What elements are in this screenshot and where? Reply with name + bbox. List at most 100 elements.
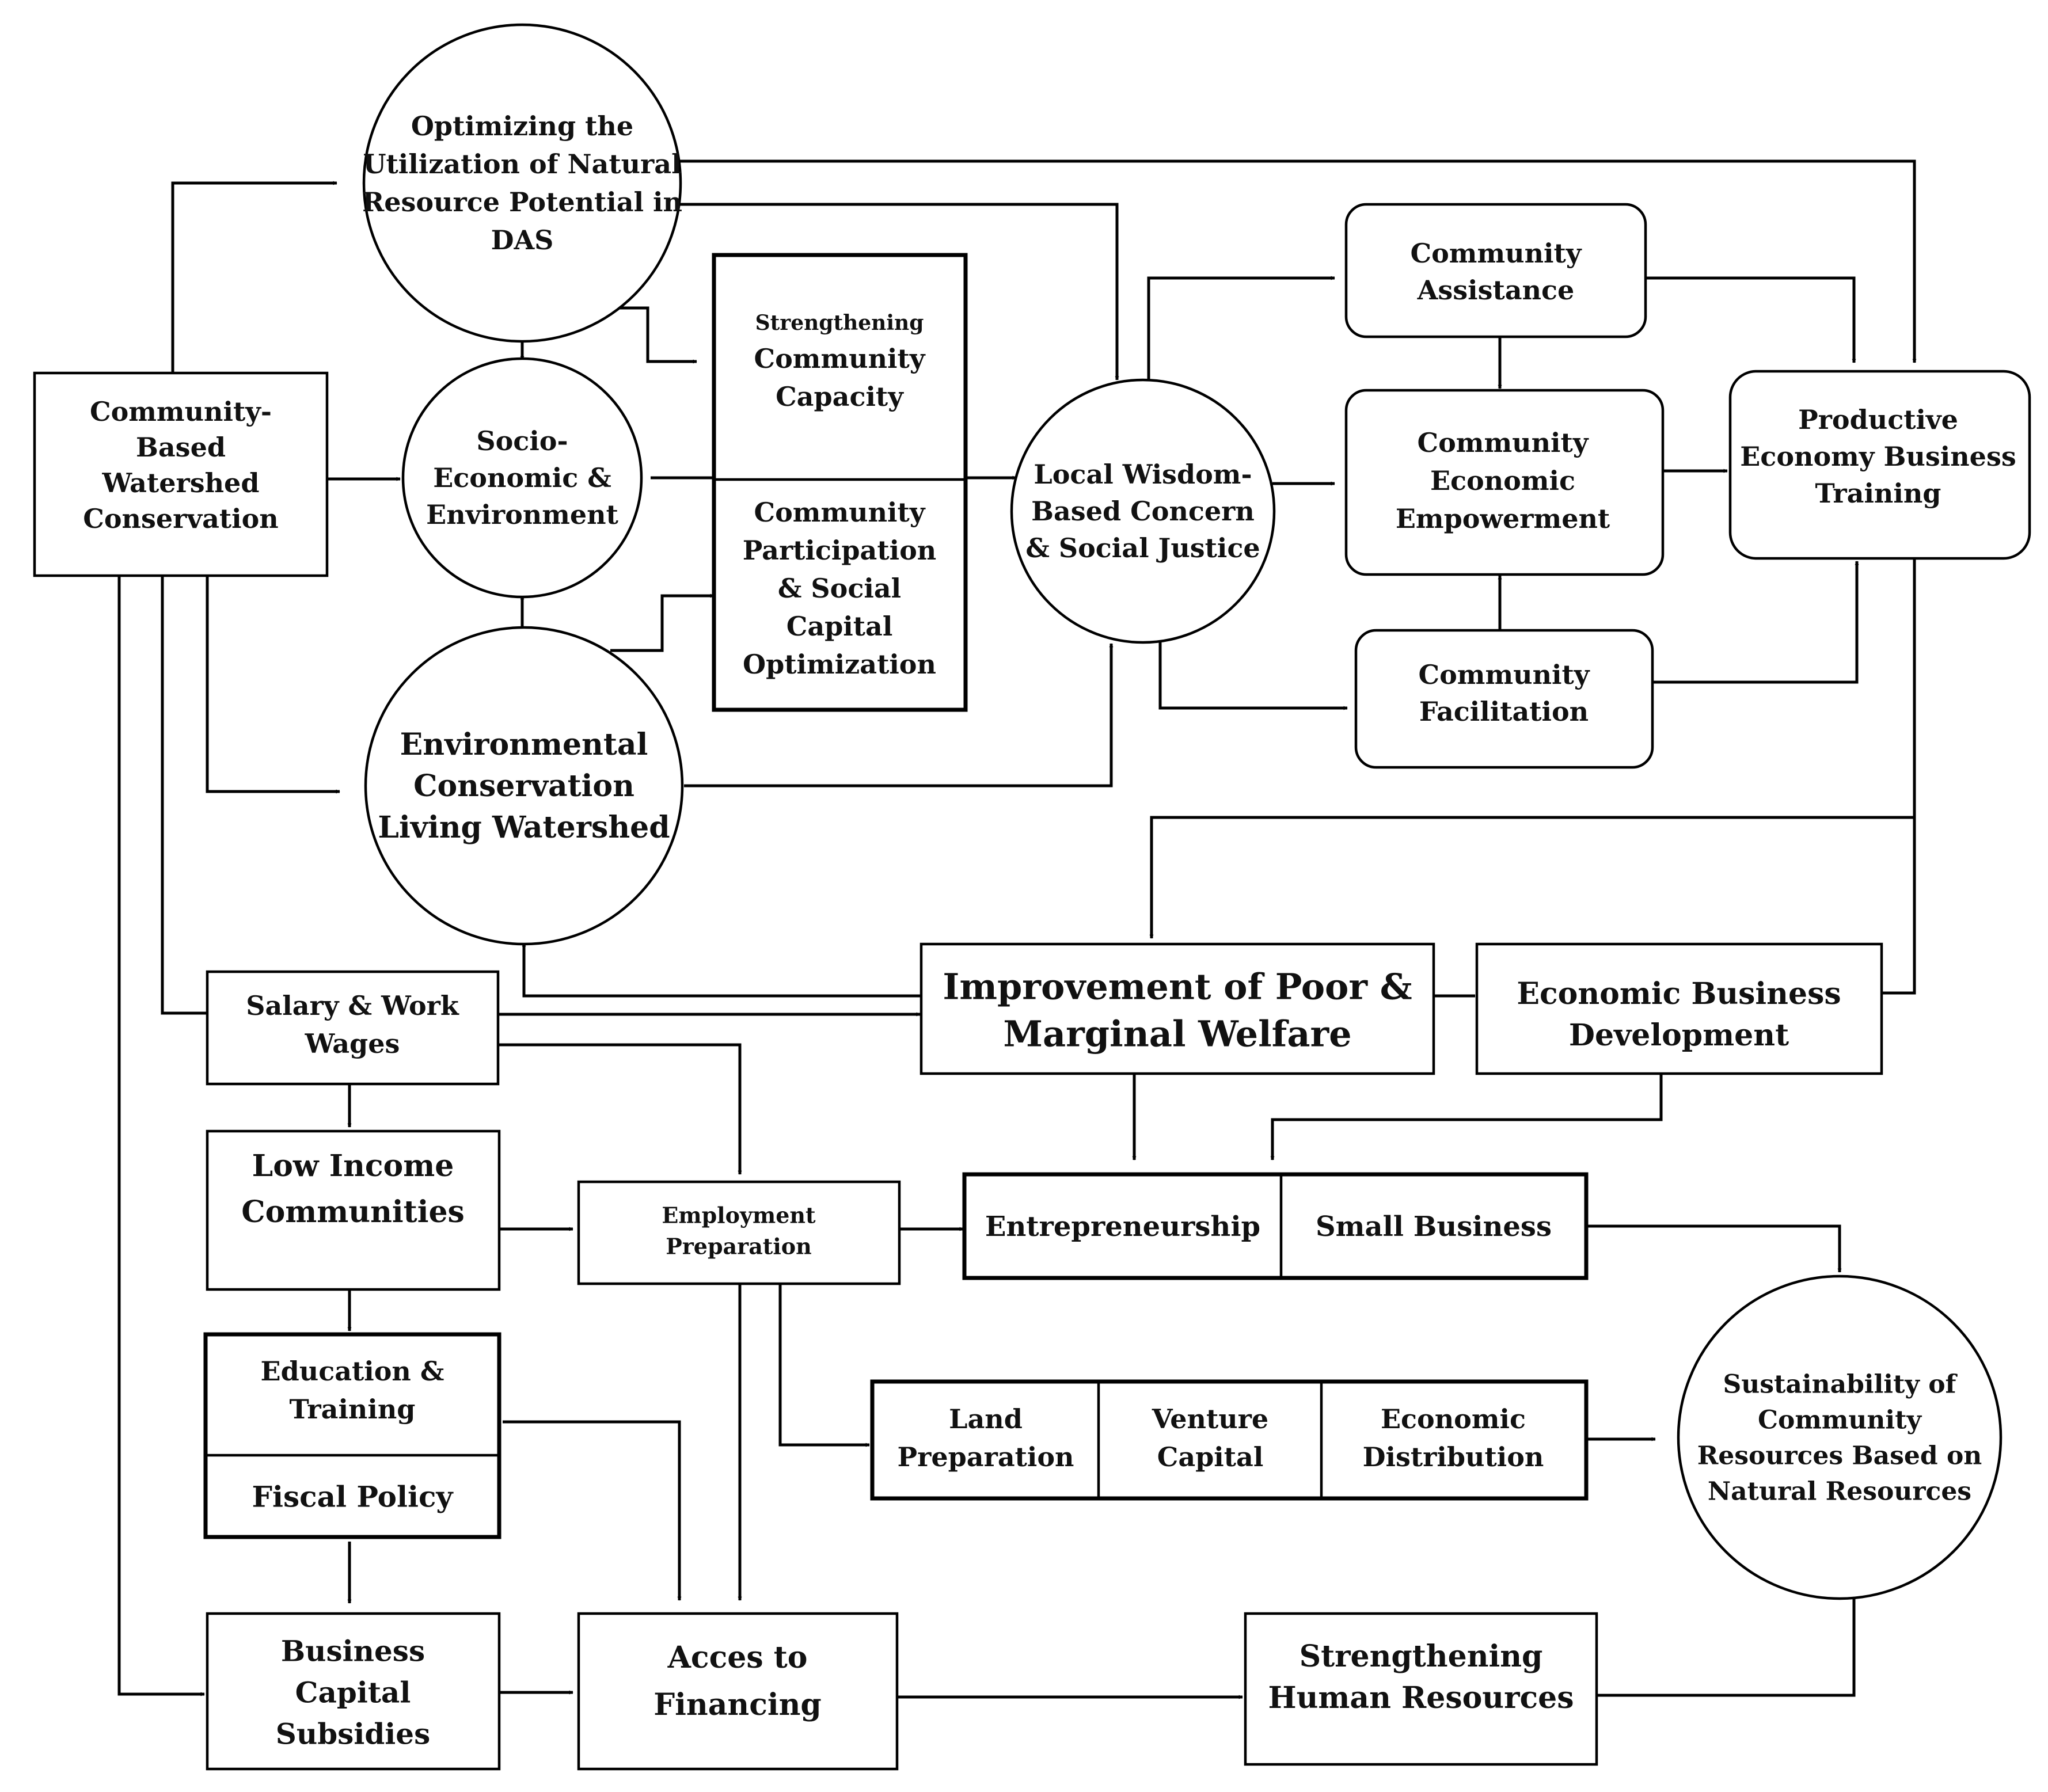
- empowerment-label-line: Community: [1418, 427, 1589, 458]
- socio-label-line: Economic &: [433, 462, 611, 493]
- socio-label-line: Socio-: [476, 425, 568, 456]
- productive-label-line: Productive: [1798, 404, 1958, 435]
- node-local-wisdom: Local Wisdom-Based Concern& Social Justi…: [1010, 378, 1276, 644]
- productive-label-line: Training: [1815, 478, 1941, 509]
- edge-optimizing-to-local-wisdom: [679, 203, 1119, 381]
- connector-group: [117, 159, 1917, 1699]
- node-improvement: Improvement of Poor &Marginal Welfare: [919, 942, 1435, 1075]
- human-label-line: Strengthening: [1300, 1639, 1543, 1674]
- edge-optimizing-to-strengthening-capacity: [610, 306, 697, 364]
- subsidies-label-line: Subsidies: [276, 1717, 430, 1751]
- sustainability-label-line: Community: [1758, 1405, 1922, 1435]
- participation-label-line: & Social: [778, 573, 901, 604]
- edge-cbwc-to-subsidies: [117, 576, 205, 1696]
- improvement-label-line: Marginal Welfare: [1003, 1013, 1351, 1055]
- financing-label-line: Financing: [653, 1687, 822, 1722]
- edge-local-wisdom-to-assistance: [1147, 276, 1335, 380]
- distribution-label-line: Distribution: [1363, 1441, 1544, 1473]
- edge-optimizing-to-productive: [679, 159, 1917, 363]
- education-label-line: Training: [290, 1394, 416, 1425]
- employment-label-line: Employment: [662, 1202, 816, 1228]
- edge-human-to-sustainability: [1597, 1568, 1856, 1697]
- participation-label-line: Optimization: [743, 649, 936, 680]
- edge-salary-to-employment: [498, 1043, 742, 1175]
- small-business-label-line: Small Business: [1316, 1211, 1552, 1243]
- human-label-line: Human Resources: [1268, 1680, 1574, 1715]
- facilitation-label-line: Facilitation: [1419, 696, 1589, 727]
- sustainability-label-line: Resources Based on: [1697, 1441, 1982, 1470]
- optimizing-label-line: Utilization of Natural: [363, 149, 681, 180]
- env-cons-label-line: Environmental: [400, 727, 648, 762]
- strengthening-capacity-label-line: Community: [754, 343, 926, 374]
- cbwc-label-line: Based: [136, 432, 226, 463]
- subsidies-label-line: Business: [281, 1634, 425, 1668]
- node-fiscal-label: Fiscal Policy: [252, 1480, 454, 1514]
- edge-cbwc-to-env-conservation: [206, 576, 340, 794]
- land-label-line: Preparation: [898, 1441, 1074, 1473]
- assistance-label-line: Community: [1411, 238, 1582, 269]
- strengthening-capacity-label-line: Strengthening: [755, 311, 924, 335]
- sustainability-label-line: Natural Resources: [1708, 1477, 1971, 1506]
- node-socio: Socio-Economic &Environment: [401, 357, 643, 599]
- low-income-label-line: Low Income: [252, 1148, 454, 1184]
- empowerment-label-line: Empowerment: [1396, 503, 1610, 534]
- edge-improvement-to-env: [522, 942, 921, 998]
- local-wisdom-label-line: Local Wisdom-: [1034, 459, 1252, 490]
- edge-assistance-to-productive: [1646, 276, 1856, 363]
- venture-label-line: Venture: [1152, 1403, 1268, 1435]
- node-entrepreneurship-small-business: Entrepreneurship Small Business: [962, 1172, 1589, 1280]
- node-financing-label: Acces to Financing: [653, 1640, 822, 1722]
- env-cons-label-line: Conservation: [413, 768, 634, 804]
- edge-employment-to-land: [778, 1284, 870, 1447]
- sustainability-label-line: Sustainability of: [1723, 1369, 1958, 1399]
- edge-education-to-financing: [503, 1420, 682, 1601]
- assistance-label-line: Assistance: [1417, 275, 1575, 306]
- node-small-business-label: Small Business: [1316, 1211, 1552, 1243]
- land-label-line: Land: [949, 1403, 1023, 1435]
- node-education-fiscal: Education &Training Fiscal Policy: [203, 1332, 501, 1539]
- edge-cbwc-to-salary: [161, 576, 207, 1015]
- cbwc-label-line: Community-: [90, 396, 272, 427]
- node-entrepreneurship-label: Entrepreneurship: [985, 1211, 1260, 1243]
- subsidies-label-line: Capital: [295, 1676, 411, 1710]
- local-wisdom-label-line: Based Concern: [1031, 496, 1255, 527]
- edge-econ-dev-to-entrepreneurship: [1270, 1074, 1663, 1161]
- fiscal-label-line: Fiscal Policy: [252, 1480, 454, 1514]
- optimizing-label-line: Optimizing the: [411, 111, 633, 142]
- edge-productive-to-improvement: [1149, 816, 1914, 939]
- edge-env-to-local-wisdom: [684, 643, 1114, 787]
- salary-label-line: Wages: [305, 1028, 400, 1059]
- participation-label-line: Participation: [743, 535, 936, 566]
- edge-env-to-participation: [610, 593, 715, 652]
- cbwc-label-line: Conservation: [83, 503, 279, 534]
- node-improvement-label: Improvement of Poor &Marginal Welfare: [943, 966, 1412, 1055]
- financing-label-line: Acces to: [667, 1640, 808, 1675]
